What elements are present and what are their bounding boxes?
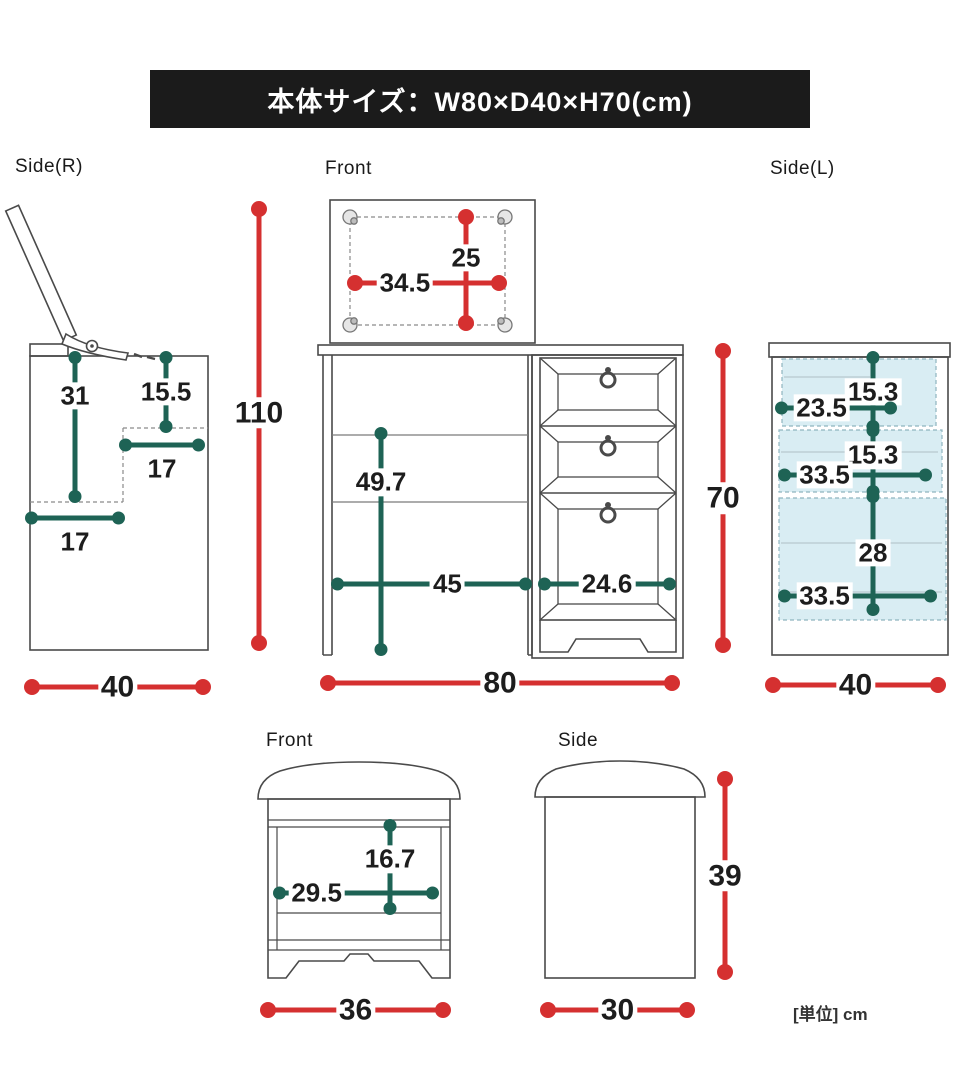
drawer-unit-inner	[539, 357, 677, 621]
dim-front-width: 80	[320, 667, 680, 699]
size-header-banner: 本体サイズ：W80×D40×H70(cm)	[150, 70, 810, 128]
side-l-cabinet-outline	[771, 356, 949, 656]
dim-front-knee-width: 45	[331, 570, 532, 598]
dim-side-l-drawer3-depth: 33.5	[778, 582, 937, 610]
dim-side-l-drawer3-height: 28	[855, 490, 891, 616]
drawer-ring-pulls	[599, 367, 617, 524]
rosette-icon	[342, 317, 358, 333]
mirror-inner-dashed	[349, 216, 506, 326]
dim-side-r-niche-height: 15.5	[137, 351, 195, 433]
size-header-title: 本体サイズ：W80×D40×H70(cm)	[267, 86, 693, 117]
dim-front-drawer-width: 24.6	[538, 570, 676, 598]
unit-note: [単位] cm	[793, 1005, 868, 1024]
stool-side-body	[544, 796, 696, 979]
drawer-unit-apron	[539, 620, 677, 653]
stool-body	[267, 798, 451, 979]
dim-side-l-drawer2-depth: 33.5	[778, 461, 932, 489]
hinge-pivot-center	[90, 344, 94, 348]
ring-pull-icon	[599, 367, 617, 389]
drawer-face-3	[539, 492, 677, 621]
dim-side-r-total-height: 110	[231, 201, 287, 651]
ring-pull-icon	[599, 435, 617, 457]
dim-side-r-upper-inner-height: 31	[57, 351, 93, 503]
corner-rosette-icons	[342, 209, 513, 333]
side-l-view-label: Side(L)	[770, 158, 835, 179]
dim-side-l-depth: 40	[765, 669, 946, 701]
dim-stool-height: 39	[705, 771, 745, 980]
dim-side-l-drawer1-height: 15.3	[844, 351, 902, 433]
dim-front-knee-height: 49.7	[352, 427, 410, 656]
desk-top-board	[317, 344, 684, 356]
front-desk-drawing	[317, 344, 684, 659]
stool-cushion	[257, 761, 461, 800]
dim-side-r-depth: 40	[24, 671, 211, 703]
side-r-drawing	[4, 204, 209, 651]
dim-stool-inner-height: 16.7	[361, 819, 419, 915]
stool-side-cushion	[534, 760, 706, 798]
dim-side-l-drawer2-height: 15.3	[844, 424, 902, 498]
drawer-unit-frame	[531, 354, 684, 659]
mirror-lid-open	[4, 204, 78, 342]
front-mirror-section	[329, 199, 536, 344]
side-l-top-board	[768, 342, 951, 358]
dim-stool-inner-width: 29.5	[273, 879, 439, 907]
stool-front-drawing	[257, 761, 461, 979]
hinge-teeth	[133, 352, 156, 361]
stool-front-view-label: Front	[266, 730, 313, 751]
desk-left-leg	[322, 355, 333, 656]
stool-side-drawing	[534, 760, 706, 979]
side-r-top-ledge	[29, 343, 69, 357]
mirror-panel	[329, 199, 536, 344]
dim-mirror-height: 25	[448, 209, 484, 331]
rosette-icon	[497, 209, 513, 225]
front-view-label: Front	[325, 158, 372, 179]
dim-side-l-drawer1-depth: 23.5	[775, 394, 897, 422]
dim-mirror-width: 34.5	[347, 269, 507, 297]
drawer-dividers	[540, 425, 676, 494]
rosette-icon	[497, 317, 513, 333]
dim-body-height: 70	[703, 343, 743, 653]
side-r-view-label: Side(R)	[15, 156, 83, 177]
desk-shelf-lines	[332, 434, 528, 503]
dim-stool-depth: 30	[540, 994, 695, 1026]
dim-stool-width: 36	[260, 994, 451, 1026]
ring-pull-icon	[599, 502, 617, 524]
dim-side-r-niche-depth: 17	[119, 436, 205, 483]
rosette-icon	[342, 209, 358, 225]
dim-side-r-shelf-depth: 17	[25, 509, 125, 556]
stool-side-view-label: Side	[558, 730, 599, 751]
